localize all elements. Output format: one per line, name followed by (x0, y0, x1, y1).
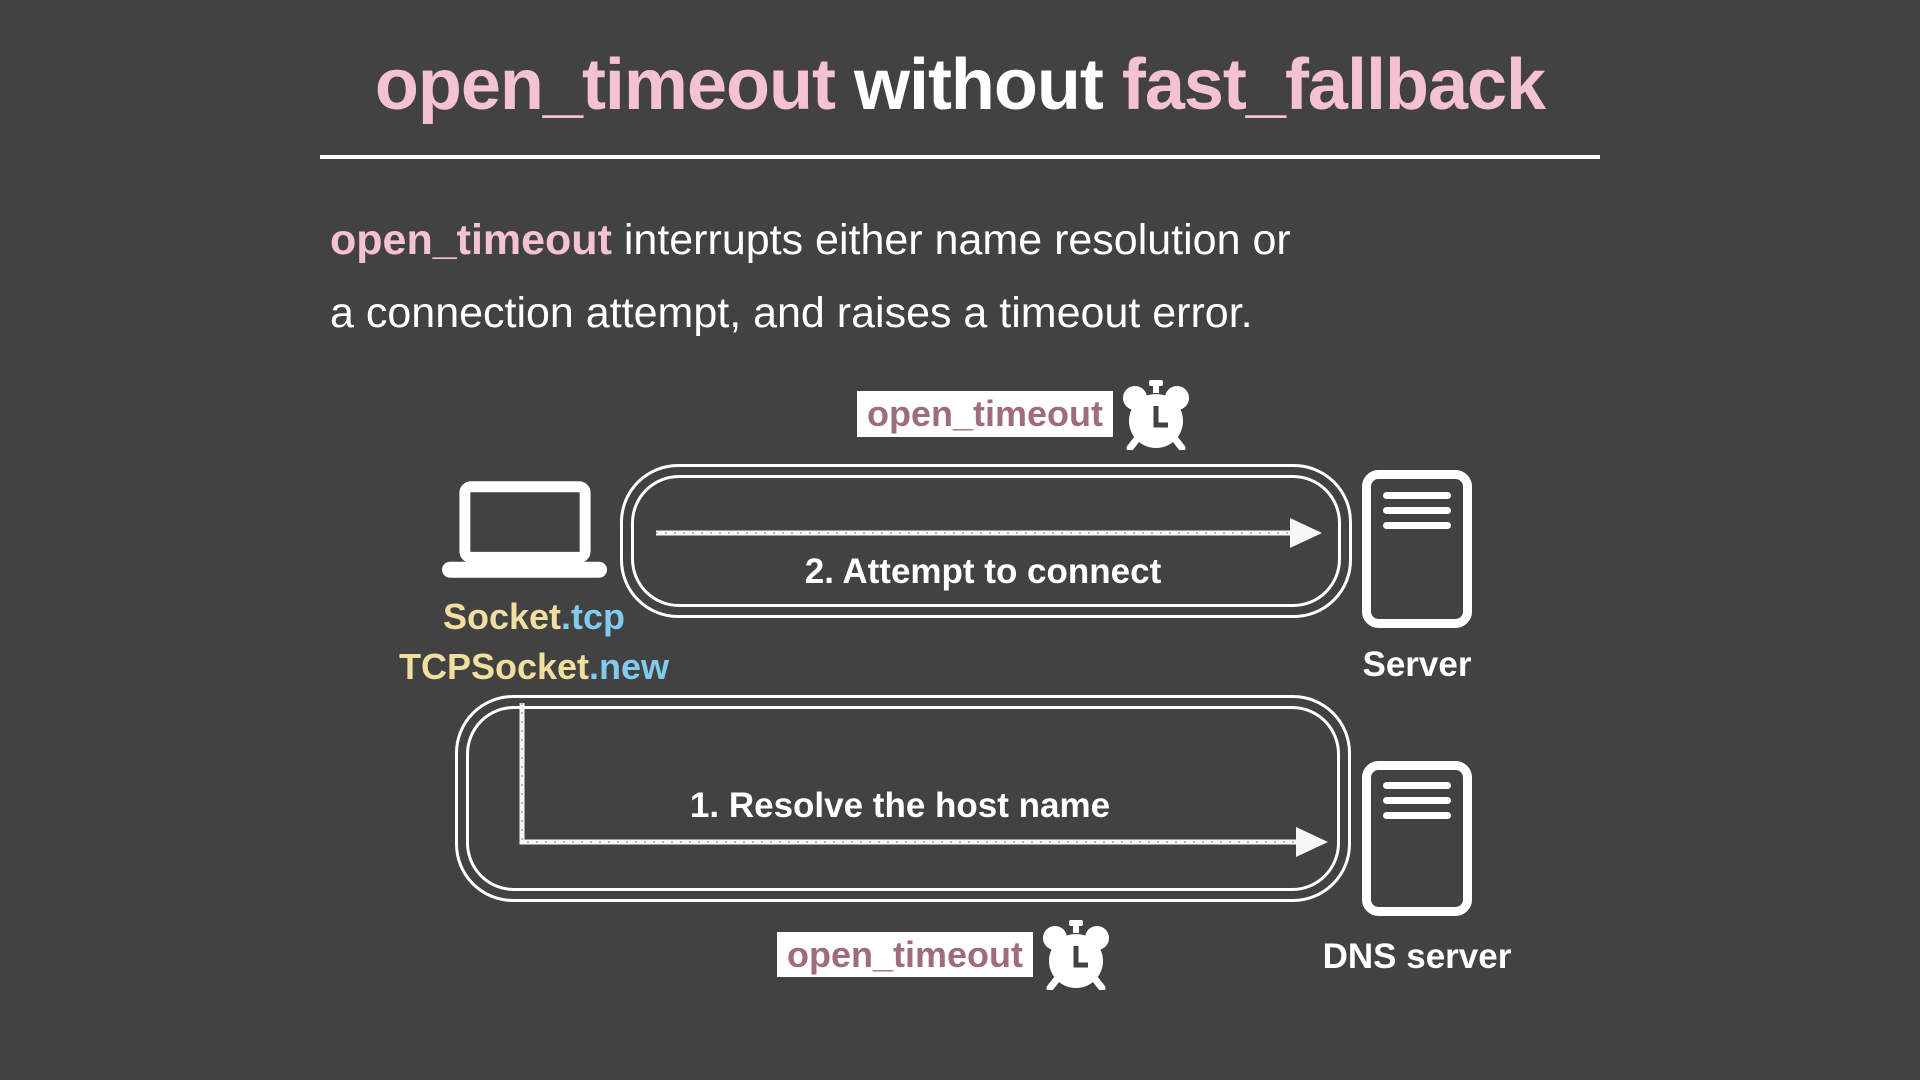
laptop-icon (442, 481, 607, 578)
title-without: without (834, 45, 1122, 125)
description-keyword: open_timeout (330, 216, 612, 264)
open-timeout-badge-top-label: open_timeout (866, 393, 1103, 434)
step-connect-label: 2. Attempt to connect (804, 552, 1162, 591)
open-timeout-badge-bottom: open_timeout (777, 932, 1033, 977)
code-receiver-socket: Socket (442, 596, 562, 637)
dns-server-label: DNS server (1322, 937, 1512, 976)
resolve-timeout-box-inner (466, 706, 1340, 891)
step-resolve-label: 1. Resolve the host name (689, 786, 1111, 825)
page-title: open_timeout without fast_fallback (0, 44, 1920, 126)
alarm-clock-icon (1043, 920, 1109, 990)
code-receiver-tcpsocket: TCPSocket (398, 646, 590, 687)
description-text: open_timeout interrupts either name reso… (330, 204, 1291, 350)
title-keyword-open-timeout: open_timeout (374, 45, 836, 125)
connect-timeout-box (620, 464, 1352, 618)
title-keyword-fast-fallback: fast_fallback (1121, 45, 1546, 125)
resolve-timeout-box (455, 695, 1351, 902)
description-line2: a connection attempt, and raises a timeo… (330, 289, 1253, 337)
title-underline (320, 155, 1600, 159)
open-timeout-badge-top: open_timeout (857, 391, 1113, 437)
server-icon (1362, 470, 1472, 628)
server-label: Server (1362, 645, 1472, 684)
connect-arrow (656, 518, 1322, 548)
description-line1: interrupts either name resolution or (611, 216, 1291, 264)
resolve-arrow (519, 703, 1328, 857)
open-timeout-badge-bottom-label: open_timeout (786, 933, 1023, 975)
code-method-tcp: .tcp (561, 596, 626, 637)
connect-timeout-box-inner (631, 475, 1341, 607)
code-method-new: .new (589, 646, 670, 687)
alarm-clock-icon (1123, 380, 1189, 450)
server-icon (1362, 761, 1472, 916)
